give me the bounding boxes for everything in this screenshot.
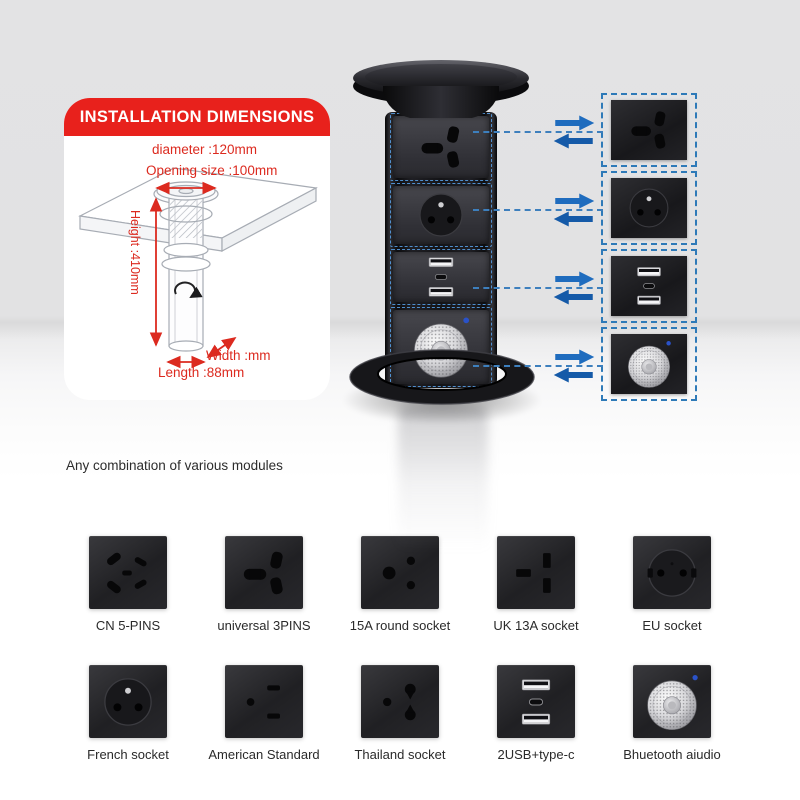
grid-item-thailand: Thailand socket <box>336 665 464 762</box>
installation-dimensions-panel: INSTALLATION DIMENSIONS <box>64 98 330 400</box>
popup-socket-tower <box>385 112 497 388</box>
width-dimension-label: Width :mm <box>206 348 271 363</box>
grid-item-label: 15A round socket <box>349 618 451 633</box>
length-dimension-label: Length :88mm <box>158 365 245 380</box>
grid-item-label: UK 13A socket <box>493 618 579 633</box>
bluetooth-speaker-icon <box>621 336 677 392</box>
installation-diagram <box>78 167 318 369</box>
module-option-usb-charger <box>601 249 697 323</box>
uk-13a-socket-icon <box>504 541 568 605</box>
modules-grid: CN 5-PINS universal 3PINS 15A round sock… <box>64 536 736 762</box>
grid-item-label: French socket <box>87 747 169 762</box>
french-socket-icon <box>622 181 676 235</box>
grid-item-label: 2USB+type-c <box>497 747 575 762</box>
module-option-french-socket <box>601 171 697 245</box>
grid-item-eu: EU socket <box>608 536 736 633</box>
swap-arrows-icon <box>551 114 597 150</box>
height-dimension-label: Height :410mm <box>128 210 142 295</box>
thailand-socket-icon <box>368 670 432 734</box>
installation-dimensions-header: INSTALLATION DIMENSIONS <box>64 98 330 136</box>
grid-item-label: Thailand socket <box>354 747 446 762</box>
tower-module-french-socket <box>385 182 497 248</box>
module-option-bluetooth-speaker <box>601 327 697 401</box>
french-socket-icon <box>411 185 471 245</box>
grid-item-label: CN 5-PINS <box>95 618 161 633</box>
usb-typec-icon <box>624 261 674 311</box>
connector-line-universal <box>473 131 603 133</box>
desk-grommet-ring <box>349 349 535 405</box>
swappable-modules-column <box>601 93 697 405</box>
grid-item-french: French socket <box>64 665 192 762</box>
swap-arrows-icon <box>551 192 597 228</box>
grid-item-label: universal 3PINS <box>217 618 311 633</box>
grid-item-bluetooth-audio: Bhuetooth aiudio <box>608 665 736 762</box>
usb-typec-icon <box>506 672 566 732</box>
grid-item-label: Bhuetooth aiudio <box>623 747 721 762</box>
usb-typec-icon <box>415 251 467 303</box>
grid-item-american: American Standard <box>200 665 328 762</box>
connector-line-french <box>473 209 603 211</box>
cn-5pin-socket-icon <box>96 541 160 605</box>
connector-line-usb <box>473 287 603 289</box>
tower-reflection <box>398 406 488 551</box>
opening-size-dimension-label: Opening size :100mm <box>146 163 278 178</box>
bluetooth-speaker-icon <box>639 669 705 735</box>
grid-item-15a-round: 15A round socket <box>336 536 464 633</box>
connector-line-speaker <box>473 365 603 367</box>
grid-item-universal-3pin: universal 3PINS <box>200 536 328 633</box>
universal-socket-icon <box>621 102 677 158</box>
french-socket-icon <box>95 669 161 735</box>
swap-arrows-icon <box>551 348 597 384</box>
diameter-dimension-label: diameter :120mm <box>152 142 258 157</box>
tower-top-cap <box>353 60 529 118</box>
grid-item-label: American Standard <box>208 747 320 762</box>
modules-caption: Any combination of various modules <box>66 458 283 473</box>
module-option-universal-socket <box>601 93 697 167</box>
tower-module-usb-charger <box>385 248 497 306</box>
american-standard-socket-icon <box>232 670 296 734</box>
universal-socket-icon <box>232 541 296 605</box>
grid-item-cn-5pin: CN 5-PINS <box>64 536 192 633</box>
universal-socket-icon <box>410 116 472 178</box>
grid-item-usb-typec: 2USB+type-c <box>472 665 600 762</box>
grid-item-uk-13a: UK 13A socket <box>472 536 600 633</box>
grid-item-label: EU socket <box>642 618 702 633</box>
installation-dimensions-title: INSTALLATION DIMENSIONS <box>79 107 315 126</box>
eu-socket-icon <box>639 540 705 606</box>
swap-arrows-icon <box>551 270 597 306</box>
